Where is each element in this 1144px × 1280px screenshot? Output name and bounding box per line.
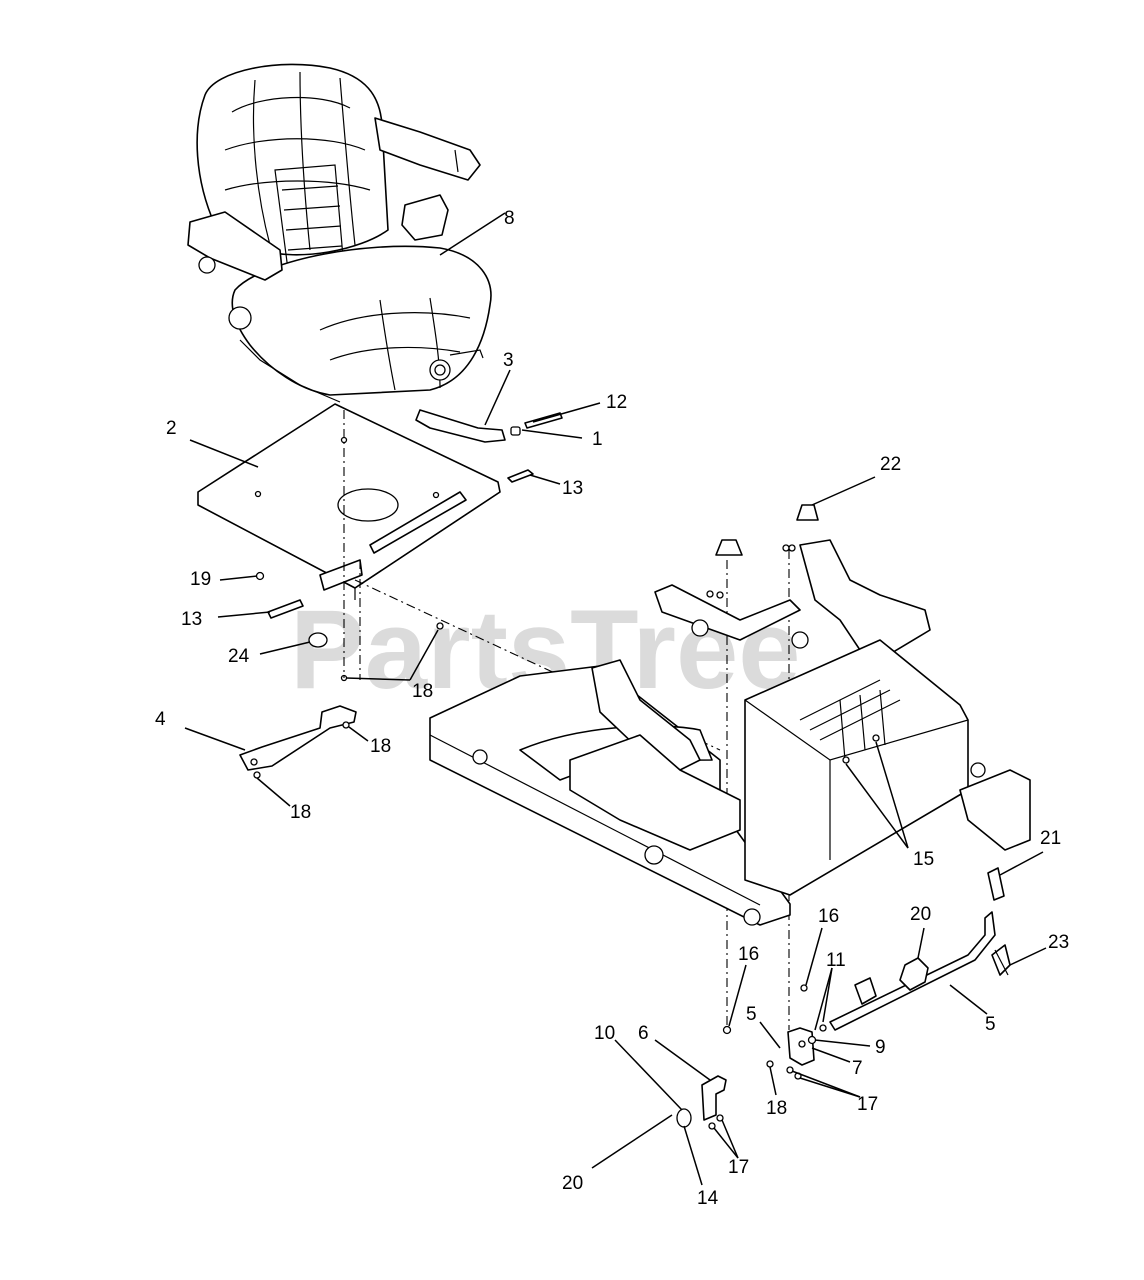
callout-21: 21 — [1040, 828, 1061, 849]
callout-10: 10 — [594, 1023, 615, 1044]
callout-3: 3 — [503, 350, 514, 371]
callout-labels: 8 3 12 1 2 13 22 19 13 24 18 4 18 18 21 … — [155, 208, 1069, 1209]
callout-16-upper: 16 — [818, 906, 839, 927]
small-hardware — [708, 734, 880, 1130]
callout-17-left: 17 — [728, 1157, 749, 1178]
bracket-part-7[interactable] — [787, 1027, 815, 1066]
lever-rod-part-5[interactable] — [829, 911, 1011, 1031]
bumper-part-22[interactable] — [715, 504, 819, 556]
mower-frame[interactable] — [429, 539, 1031, 926]
bracket-part-6[interactable] — [676, 1075, 727, 1128]
seat-hardware — [255, 412, 563, 682]
seat-pan-part-2[interactable] — [197, 403, 501, 600]
callout-4: 4 — [155, 709, 166, 730]
callout-18-b: 18 — [370, 736, 391, 757]
callout-6: 6 — [638, 1023, 649, 1044]
callout-7: 7 — [852, 1058, 863, 1079]
callout-13-upper: 13 — [562, 478, 583, 499]
callout-11: 11 — [826, 950, 846, 971]
callout-17-right: 17 — [857, 1094, 878, 1115]
callout-8: 8 — [504, 208, 515, 229]
callout-18-c: 18 — [290, 802, 311, 823]
callout-18-a: 18 — [412, 681, 433, 702]
callout-1: 1 — [592, 429, 603, 450]
callout-19: 19 — [190, 569, 211, 590]
seat-part-8[interactable] — [187, 63, 492, 403]
callout-14: 14 — [697, 1188, 719, 1209]
callout-2: 2 — [166, 418, 177, 439]
callout-15: 15 — [913, 849, 934, 870]
callout-13-lower: 13 — [181, 609, 202, 630]
callout-9: 9 — [875, 1037, 886, 1058]
bracket-part-4[interactable] — [239, 705, 357, 779]
callout-22: 22 — [880, 454, 901, 475]
callout-18-d: 18 — [766, 1098, 787, 1119]
leader-lines — [184, 212, 1047, 1186]
callout-12: 12 — [606, 392, 627, 413]
handle-part-3[interactable] — [415, 409, 506, 443]
callout-23: 23 — [1048, 932, 1069, 953]
callout-5-left: 5 — [746, 1004, 757, 1025]
callout-16-lower: 16 — [738, 944, 759, 965]
callout-20-upper: 20 — [910, 904, 931, 925]
callout-20-lower: 20 — [562, 1173, 583, 1194]
pad-part-21[interactable] — [987, 867, 1005, 901]
callout-5-right: 5 — [985, 1014, 996, 1035]
callout-24: 24 — [228, 646, 250, 667]
